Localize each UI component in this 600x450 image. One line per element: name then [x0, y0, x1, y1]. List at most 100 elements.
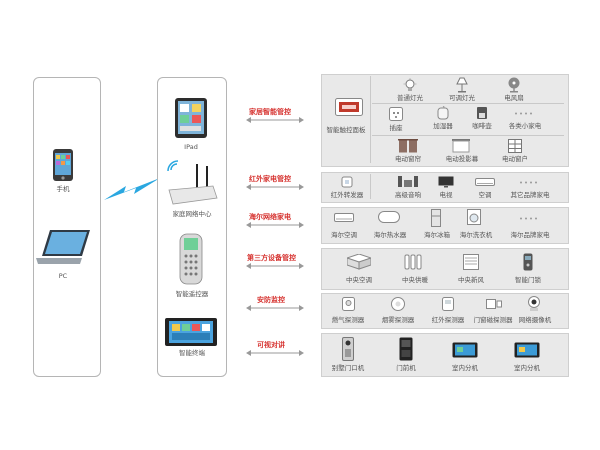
door-station-icon — [399, 337, 413, 361]
socket-icon — [389, 107, 403, 121]
item-label: 各类小家电 — [508, 122, 542, 130]
double-arrow-icon — [246, 305, 304, 311]
phone-icon — [52, 148, 74, 182]
item-label: 烟雾探测器 — [381, 316, 415, 324]
indoor-monitor-icon — [452, 342, 478, 358]
item-label: 网络摄像机 — [518, 316, 552, 324]
item-label: 电动窗帘 — [395, 155, 421, 163]
item-label: 高级音响 — [395, 191, 421, 199]
ir-detector-icon — [442, 297, 454, 311]
more-icon — [514, 112, 534, 115]
gateway-label: 家庭网络中心 — [172, 210, 212, 218]
window-icon — [508, 139, 522, 153]
item-label: 电风扇 — [504, 94, 524, 102]
double-arrow-icon — [246, 263, 304, 269]
item-label: 海尔洗衣机 — [459, 231, 493, 239]
router-icon — [163, 160, 219, 206]
item-label: 燃气探测器 — [331, 316, 365, 324]
ir-transmitter-icon — [341, 176, 353, 188]
smart-lock-icon — [523, 253, 533, 271]
item-label: 红外探测器 — [431, 316, 465, 324]
client-devices-panel — [33, 77, 101, 377]
divider — [370, 174, 371, 199]
camera-icon — [527, 296, 541, 312]
fan-icon — [506, 77, 522, 93]
connection-label-security: 安防监控 — [257, 296, 285, 304]
item-label: 咖啡壶 — [472, 122, 492, 130]
item-label: 门前机 — [396, 364, 416, 372]
remote-icon — [179, 233, 203, 285]
terminal-icon — [164, 317, 218, 347]
item-label: 电动窗户 — [502, 155, 528, 163]
wireless-link-icon — [104, 178, 160, 202]
item-label: 电动投影幕 — [445, 155, 479, 163]
remote-label: 智能遥控器 — [175, 290, 209, 298]
villa-door-station-icon — [342, 337, 354, 361]
phone-label: 手机 — [56, 185, 70, 193]
speaker-icon — [398, 175, 418, 188]
pc-label: PC — [58, 272, 68, 280]
item-label: 其它品牌家电 — [510, 191, 550, 199]
smart-home-group — [321, 74, 569, 167]
item-label: 空调 — [478, 191, 492, 199]
tablet-icon — [174, 97, 208, 139]
divider — [372, 135, 564, 136]
item-label: 别墅门口机 — [331, 364, 365, 372]
projector-screen-icon — [452, 139, 470, 153]
item-label: 海尔品牌家电 — [510, 231, 550, 239]
item-label: 中央新风 — [458, 276, 484, 284]
fresh-air-icon — [463, 254, 479, 270]
indoor-monitor-icon — [514, 342, 540, 358]
haier-appliance-group — [321, 207, 569, 244]
touch-panel-label: 智能触控面板 — [326, 126, 366, 134]
touch-panel-icon — [335, 98, 363, 116]
item-label: 室内分机 — [514, 364, 540, 372]
curtain-icon — [398, 139, 418, 153]
item-label: 海尔冰箱 — [424, 231, 450, 239]
double-arrow-icon — [246, 184, 304, 190]
divider — [372, 103, 564, 104]
item-label: 室内分机 — [452, 364, 478, 372]
divider — [370, 76, 371, 163]
item-label: 智能门锁 — [515, 276, 541, 284]
humidifier-icon — [437, 106, 449, 120]
item-label: 中央供暖 — [402, 276, 428, 284]
connection-label-smart-home: 家居智能管控 — [249, 108, 291, 116]
ipad-label: IPad — [184, 143, 198, 151]
double-arrow-icon — [246, 117, 304, 123]
fridge-icon — [431, 209, 441, 227]
terminal-label: 智能终端 — [179, 349, 205, 357]
double-arrow-icon — [246, 222, 304, 228]
item-label: 加湿器 — [433, 122, 453, 130]
item-label: 中央空调 — [346, 276, 372, 284]
washing-machine-icon — [467, 209, 481, 225]
connection-label-intercom: 可视对讲 — [257, 341, 285, 349]
door-sensor-icon — [486, 299, 502, 309]
item-label: 门窗磁探测器 — [473, 316, 513, 324]
connection-label-haier: 海尔网络家电 — [249, 213, 291, 221]
item-label: 普通灯光 — [397, 94, 423, 102]
item-label: 红外转发器 — [330, 191, 364, 199]
smoke-detector-icon — [391, 297, 405, 311]
lamp-icon — [454, 77, 470, 93]
item-label: 海尔热水器 — [373, 231, 407, 239]
tv-icon — [438, 176, 454, 188]
radiator-icon — [404, 254, 426, 270]
water-heater-icon — [378, 211, 400, 223]
item-label: 海尔空调 — [331, 231, 357, 239]
item-label: 插座 — [389, 124, 403, 132]
connection-label-ir: 红外家电管控 — [249, 175, 291, 183]
bulb-icon — [403, 78, 417, 92]
connection-label-third-party: 第三方设备管控 — [247, 254, 296, 262]
more-icon — [519, 217, 539, 220]
item-label: 电视 — [439, 191, 453, 199]
more-icon — [519, 181, 539, 184]
central-ac-icon — [347, 254, 371, 270]
double-arrow-icon — [246, 350, 304, 356]
laptop-icon — [36, 228, 92, 266]
coffee-maker-icon — [476, 106, 488, 120]
item-label: 可调灯光 — [449, 94, 475, 102]
air-conditioner-icon — [334, 213, 354, 222]
gas-detector-icon — [342, 297, 355, 311]
air-conditioner-icon — [475, 178, 495, 186]
